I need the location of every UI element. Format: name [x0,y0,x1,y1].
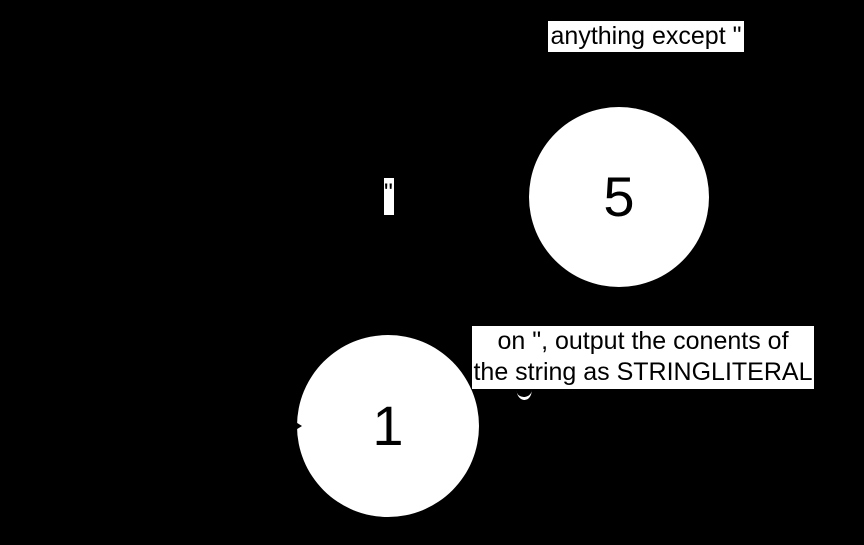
state-node-5: 5 [529,107,709,287]
edge-label-output-line1: on ", output the conents of [497,327,789,355]
edge-label-output-stringliteral: on ", output the conents of the string a… [472,326,814,389]
state-5-label: 5 [603,165,635,228]
edge-stroke-artifact [516,388,533,401]
edge-label-output-line2: the string as STRINGLITERAL [473,358,813,386]
edge-label-quote: " [384,178,394,215]
edge-label-anything-except-quote: anything except " [548,21,744,52]
state-node-1: 1 [297,335,479,517]
arrowhead-icon [294,421,302,431]
state-1-label: 1 [372,394,404,457]
